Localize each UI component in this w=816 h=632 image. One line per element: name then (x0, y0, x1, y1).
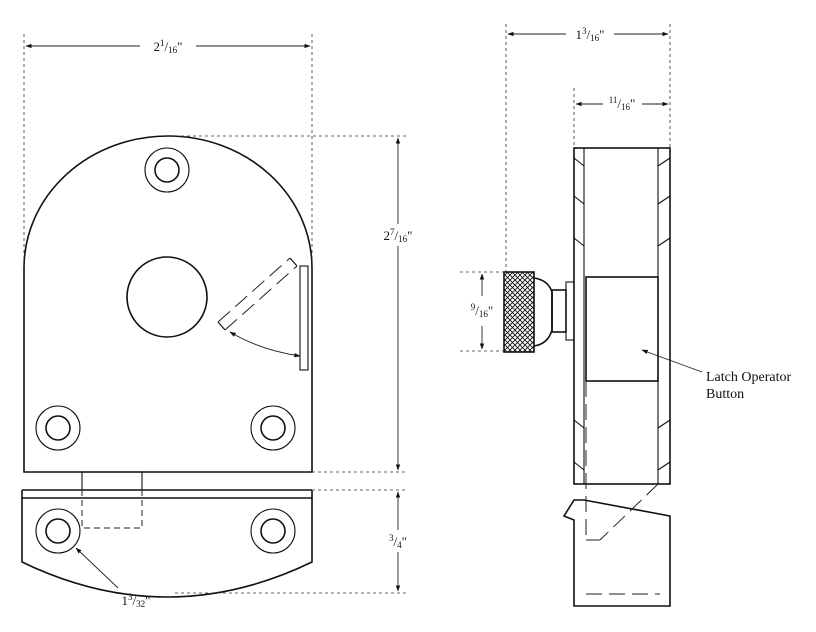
knurled-knob (503, 271, 535, 353)
bottom-left-mounting-hole (35, 405, 81, 451)
lever-slot (299, 265, 309, 371)
callout-line-1: Latch Operator (706, 370, 791, 385)
latch-operator-block (585, 276, 659, 382)
latch-operator-callout: Latch Operator Button (706, 370, 791, 402)
callout-line-2: Button (706, 387, 744, 402)
dimension-overall-height: 27/16" (175, 135, 413, 473)
dimension-side-depth: 13/16" (505, 24, 671, 272)
svg-text:13/16": 13/16" (576, 26, 605, 43)
svg-text:21/16": 21/16" (154, 38, 183, 55)
front-view-latch-body (23, 135, 313, 473)
side-view-keeper (562, 381, 671, 607)
dimension-knob-diameter: 9/16" (460, 271, 504, 352)
front-view-keeper (21, 471, 313, 598)
rotation-arrow (229, 331, 301, 358)
dimension-keeper-height: 3/4" (175, 489, 408, 594)
bottom-right-mounting-hole (250, 405, 296, 451)
keeper-right-hole (250, 508, 296, 554)
side-view-latch (503, 147, 703, 607)
svg-text:9/16": 9/16" (471, 302, 493, 319)
dimension-overall-width: 21/16" (23, 34, 313, 268)
top-mounting-hole (144, 147, 190, 193)
dimension-body-depth: 11/16" (573, 88, 669, 148)
dimension-hole-spacing: 13/32" (122, 592, 151, 609)
svg-text:3/4": 3/4" (389, 533, 407, 550)
operator-hole (126, 256, 208, 338)
lever-alternate-position (217, 257, 298, 331)
svg-text:13/32": 13/32" (122, 592, 151, 609)
svg-text:27/16": 27/16" (384, 227, 413, 244)
svg-text:11/16": 11/16" (609, 95, 636, 112)
keeper-left-hole (35, 508, 81, 554)
